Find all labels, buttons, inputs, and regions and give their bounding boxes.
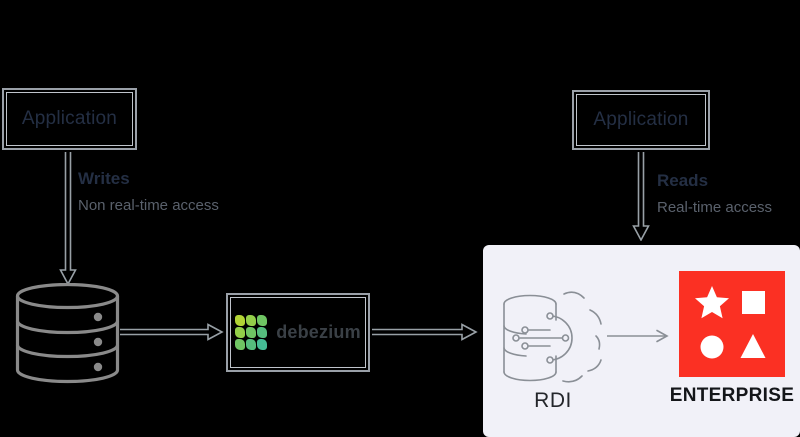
debezium-node-inner: debezium	[230, 297, 366, 368]
reads-sublabel: Real-time access	[657, 199, 773, 216]
rdi-label: RDI	[534, 389, 572, 412]
rdi-to-redis-arrow	[607, 329, 669, 343]
application-node-right: Application	[572, 90, 710, 150]
redis-enterprise-logo	[679, 271, 785, 377]
reads-arrow-down	[632, 152, 650, 241]
debezium-logo-icon	[235, 315, 268, 350]
debezium-node: debezium	[226, 293, 370, 372]
rdi-database-circuit-icon	[503, 291, 602, 383]
redis-enterprise-label: ENTERPRISE	[669, 385, 795, 406]
writes-arrow-down	[59, 152, 77, 285]
application-node-right-inner: Application	[576, 94, 706, 146]
writes-sublabel: Non real-time access	[78, 197, 219, 214]
application-node-left-inner: Application	[6, 92, 133, 146]
application-label: Application	[21, 108, 118, 129]
writes-label: Writes	[78, 169, 130, 188]
application-node-left: Application	[2, 88, 137, 150]
application-label: Application	[593, 109, 689, 130]
reads-label: Reads	[657, 171, 709, 190]
redis-logo-shapes-icon	[695, 286, 766, 359]
db-to-debezium-arrow	[120, 323, 224, 341]
database-icon	[15, 283, 120, 384]
debezium-to-rdi-arrow	[372, 323, 478, 341]
debezium-label: debezium	[276, 322, 361, 342]
